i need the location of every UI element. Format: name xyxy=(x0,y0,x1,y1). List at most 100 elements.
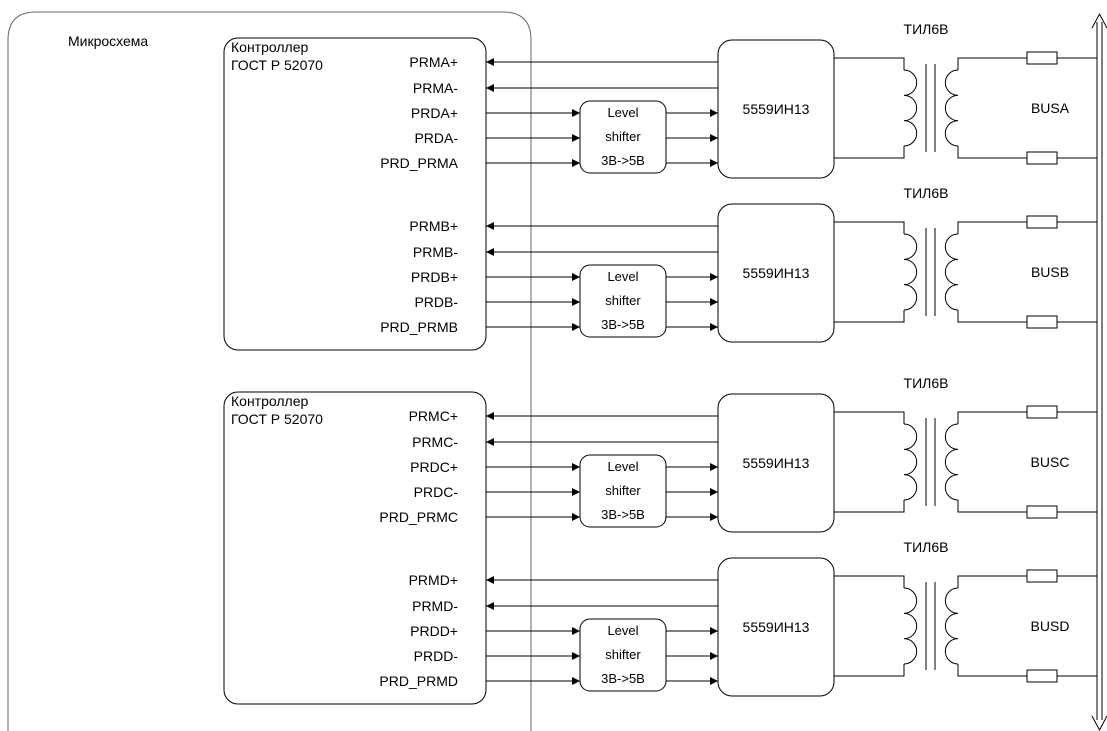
resistor xyxy=(1026,569,1058,583)
signal-label: PRMD+ xyxy=(409,572,458,588)
channel-group: PRMD+ PRMD- PRDD+ PRDD- PRD_PRMD 5559ИН13 Leve… xyxy=(379,539,1097,697)
transformer-wire xyxy=(957,146,1027,159)
bus-label: BUSB xyxy=(1031,264,1069,280)
transformer-label: ТИЛ6В xyxy=(904,21,949,37)
channel-group: PRMC+PRMC-PRDC+PRDC-PRD_PRMC5559ИН13Leve… xyxy=(379,375,1097,533)
transformer-wire xyxy=(957,57,1027,70)
resistor xyxy=(1026,315,1058,329)
bus-bottom-arrow xyxy=(1091,715,1107,731)
channel-group: PRMB+ PRMB- PRDB+ PRDB- PRD_PRMB 5559ИН13 Leve… xyxy=(380,185,1097,343)
channel-group: PRMA+ PRMA- PRDA+ PRDA- PRD_PRMA 5559ИН13 Leve… xyxy=(380,21,1097,179)
controller-standard: ГОСТ Р 52070 xyxy=(231,57,323,73)
signal-label: PRMA+ xyxy=(409,54,458,70)
primary-winding xyxy=(903,69,918,147)
transformer-wire xyxy=(834,500,905,513)
resistor xyxy=(1026,405,1058,419)
transceiver-box xyxy=(717,203,835,343)
bus-label: BUSC xyxy=(1031,454,1070,470)
bus-label: BUSA xyxy=(1031,100,1070,116)
secondary-winding xyxy=(944,587,959,665)
bus-top-arrow xyxy=(1091,12,1107,29)
secondary-winding xyxy=(944,233,959,311)
transformer-wire xyxy=(834,146,905,159)
primary-winding xyxy=(903,233,918,311)
transformer-wire xyxy=(834,57,905,70)
transformer-label: ТИЛ6В xyxy=(904,185,949,201)
chip-boundary xyxy=(7,11,532,731)
level-shifter-box xyxy=(579,100,667,174)
resistor xyxy=(1026,51,1058,65)
level-shifter-label: Level xyxy=(607,105,638,120)
transformer-label: ТИЛ6В xyxy=(904,375,949,391)
transceiver-label: 5559ИН13 xyxy=(743,101,810,117)
signal-label: PRMA- xyxy=(413,80,458,96)
signal-label: PRDC+ xyxy=(410,459,458,475)
resistor xyxy=(1026,505,1058,519)
level-shifter-label: Level xyxy=(607,623,638,638)
level-shifter-label: shifter xyxy=(605,293,641,308)
level-shifter-box xyxy=(579,264,667,338)
level-shifter-label: 3В->5В xyxy=(601,671,645,686)
controller-title: Контроллер xyxy=(231,393,308,409)
controller-title: Контроллер xyxy=(231,39,308,55)
transformer-wire xyxy=(834,411,905,424)
level-shifter-label: shifter xyxy=(605,129,641,144)
transformer-wire xyxy=(957,664,1027,677)
transceiver-box xyxy=(717,39,835,179)
signal-label: PRD_PRMC xyxy=(379,509,458,525)
controller-standard: ГОСТ Р 52070 xyxy=(231,411,323,427)
controller-box xyxy=(223,37,487,351)
resistor xyxy=(1026,669,1058,683)
resistor xyxy=(1026,151,1058,165)
transceiver-box xyxy=(717,557,835,697)
level-shifter-label: shifter xyxy=(605,647,641,662)
signal-label: PRD_PRMD xyxy=(379,673,458,689)
signal-label: PRD_PRMA xyxy=(380,155,458,171)
signal-label: PRMB+ xyxy=(409,218,458,234)
transceiver-box xyxy=(717,393,835,533)
transformer-wire xyxy=(957,500,1027,513)
level-shifter-label: Level xyxy=(607,459,638,474)
level-shifter-label: 3В->5В xyxy=(601,153,645,168)
signal-label: PRDB+ xyxy=(411,269,458,285)
transceiver-label: 5559ИН13 xyxy=(743,265,810,281)
signal-label: PRDD+ xyxy=(410,623,458,639)
level-shifter-box xyxy=(579,454,667,528)
level-shifter-box xyxy=(579,618,667,692)
level-shifter-label: 3В->5В xyxy=(601,317,645,332)
primary-winding xyxy=(903,587,918,665)
signal-label: PRDD- xyxy=(414,648,459,664)
level-shifter-label: shifter xyxy=(605,483,641,498)
level-shifter-label: Level xyxy=(607,269,638,284)
transceiver-label: 5559ИН13 xyxy=(743,455,810,471)
transformer-wire xyxy=(834,575,905,588)
resistor xyxy=(1026,215,1058,229)
signal-label: PRD_PRMB xyxy=(380,319,458,335)
transformer-wire xyxy=(957,310,1027,323)
transformer-wire xyxy=(957,575,1027,588)
secondary-winding xyxy=(944,423,959,501)
signal-label: PRMB- xyxy=(413,244,458,260)
transformer-wire xyxy=(834,664,905,677)
level-shifter-label: 3В->5В xyxy=(601,507,645,522)
transformer-wire xyxy=(834,310,905,323)
transformer-wire xyxy=(834,221,905,234)
signal-label: PRMC- xyxy=(412,434,458,450)
signal-label: PRDA+ xyxy=(411,105,458,121)
signal-label: PRDA- xyxy=(414,130,458,146)
primary-winding xyxy=(903,423,918,501)
transformer-wire xyxy=(957,411,1027,424)
transformer-label: ТИЛ6В xyxy=(904,539,949,555)
signal-label: PRDC- xyxy=(414,484,459,500)
chip-label: Микросхема xyxy=(68,33,148,49)
bus-label: BUSD xyxy=(1031,618,1070,634)
controller-box xyxy=(223,391,487,705)
signal-label: PRDB- xyxy=(414,294,458,310)
secondary-winding xyxy=(944,69,959,147)
transformer-wire xyxy=(957,221,1027,234)
signal-label: PRMD- xyxy=(412,598,458,614)
transceiver-label: 5559ИН13 xyxy=(743,619,810,635)
